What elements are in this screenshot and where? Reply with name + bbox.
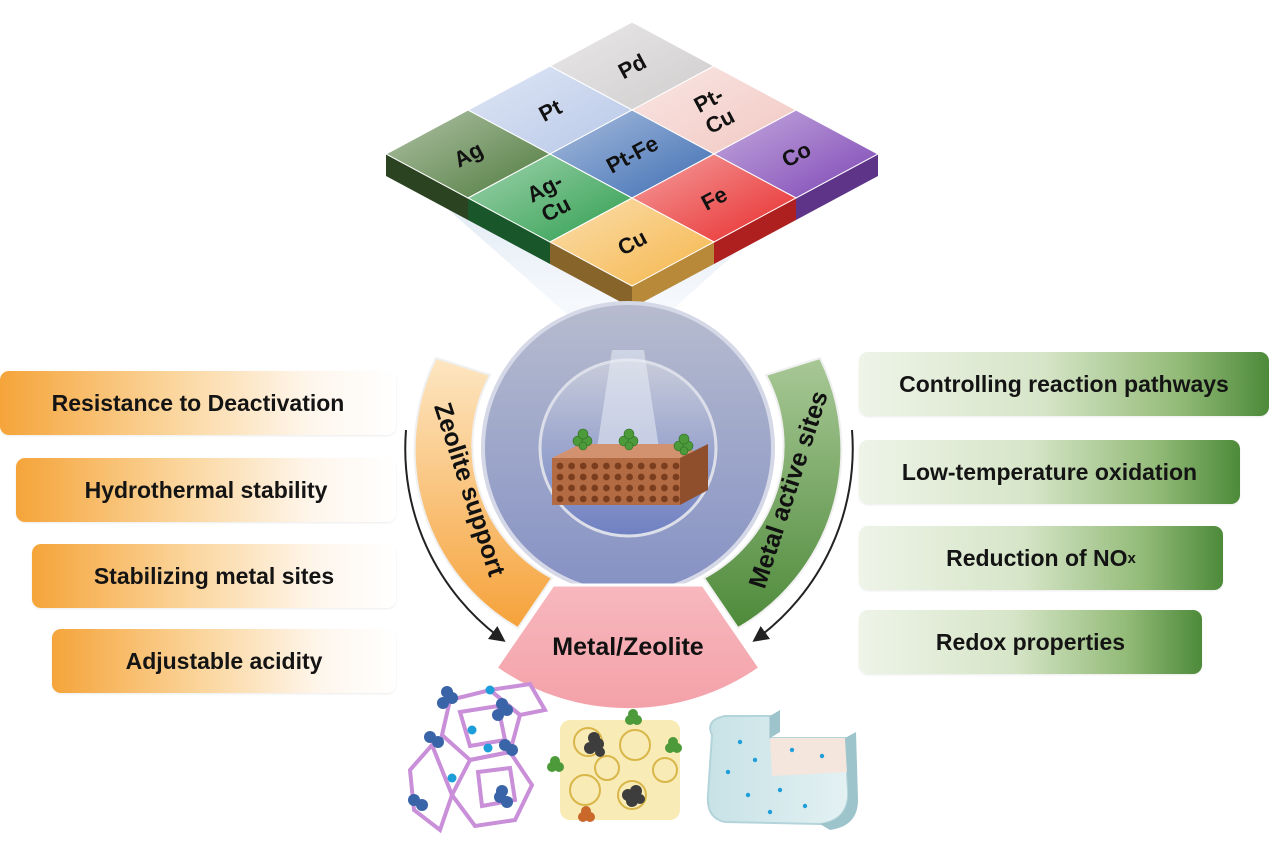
pore xyxy=(672,473,680,481)
left-arrow xyxy=(404,429,506,642)
pore xyxy=(637,462,645,470)
pore xyxy=(649,495,657,503)
pore xyxy=(614,473,622,481)
pore xyxy=(672,484,680,492)
inner-beam xyxy=(596,350,660,455)
pore xyxy=(637,484,645,492)
pore xyxy=(649,473,657,481)
pore xyxy=(568,462,575,470)
metal-zeolite-label: Metal/Zeolite xyxy=(552,633,704,661)
pore xyxy=(579,473,587,481)
pore xyxy=(556,495,564,503)
pore xyxy=(637,495,645,503)
pore xyxy=(556,484,564,492)
pore xyxy=(661,462,668,470)
metal-active-sites-arc xyxy=(702,356,843,630)
tile-side-left xyxy=(468,198,550,264)
property-resistance-to-deactivation: Resistance to Deactivation xyxy=(0,371,396,435)
pore xyxy=(614,495,622,503)
pore xyxy=(556,462,564,470)
pore xyxy=(661,484,668,492)
metal-tile-cu: Cu xyxy=(548,197,716,308)
pore xyxy=(649,484,657,492)
pore xyxy=(672,495,680,503)
yellow-framework-icon xyxy=(547,709,682,822)
function-text: Redox properties xyxy=(935,628,1126,655)
function-controlling-reaction-pathways: Controlling reaction pathways xyxy=(859,352,1269,416)
pore xyxy=(614,462,622,470)
pore xyxy=(591,495,599,503)
tile-side-right xyxy=(796,154,878,220)
pore xyxy=(591,484,599,492)
pore xyxy=(591,462,599,470)
function-text: Reduction of NO xyxy=(946,544,1128,571)
pore xyxy=(649,462,657,470)
function-text: Low-temperature oxidation xyxy=(901,458,1198,485)
right-arrow xyxy=(752,429,854,642)
tile-side-left xyxy=(386,154,468,220)
tile-side-left xyxy=(550,242,632,308)
pore xyxy=(603,484,610,492)
pore xyxy=(672,462,680,470)
pore xyxy=(626,484,633,492)
function-low-temperature-oxidation: Low-temperature oxidation xyxy=(859,440,1240,504)
zeolite-support-arc xyxy=(413,356,554,630)
pore xyxy=(591,473,599,481)
function-subscript: x xyxy=(1127,549,1136,567)
pore xyxy=(637,473,645,481)
monolith-icon xyxy=(706,710,858,830)
pore xyxy=(568,484,575,492)
zeolite-framework-clusters xyxy=(408,686,518,811)
pore xyxy=(661,473,668,481)
zeolite-block-icon xyxy=(552,428,708,505)
pore xyxy=(579,484,587,492)
property-stabilizing-metal-sites: Stabilizing metal sites xyxy=(32,544,396,608)
pore xyxy=(579,462,587,470)
function-text: Controlling reaction pathways xyxy=(899,370,1229,397)
pore xyxy=(626,462,633,470)
property-adjustable-acidity: Adjustable acidity xyxy=(52,629,396,693)
pore xyxy=(568,473,575,481)
property-hydrothermal-stability: Hydrothermal stability xyxy=(16,458,396,522)
pore xyxy=(626,473,633,481)
pore xyxy=(568,495,575,503)
tile-top xyxy=(548,197,716,287)
pore xyxy=(603,462,610,470)
tile-side-right xyxy=(714,198,796,264)
function-redox-properties: Redox properties xyxy=(859,610,1202,674)
pore xyxy=(603,473,610,481)
pore xyxy=(603,495,610,503)
zeolite-framework-icon xyxy=(407,681,549,834)
pore xyxy=(614,484,622,492)
pore xyxy=(579,495,587,503)
tile-side-right xyxy=(632,242,714,308)
zeolite-framework-single-atoms xyxy=(447,685,495,783)
pore xyxy=(661,495,668,503)
pore xyxy=(556,473,564,481)
pore xyxy=(626,495,633,503)
